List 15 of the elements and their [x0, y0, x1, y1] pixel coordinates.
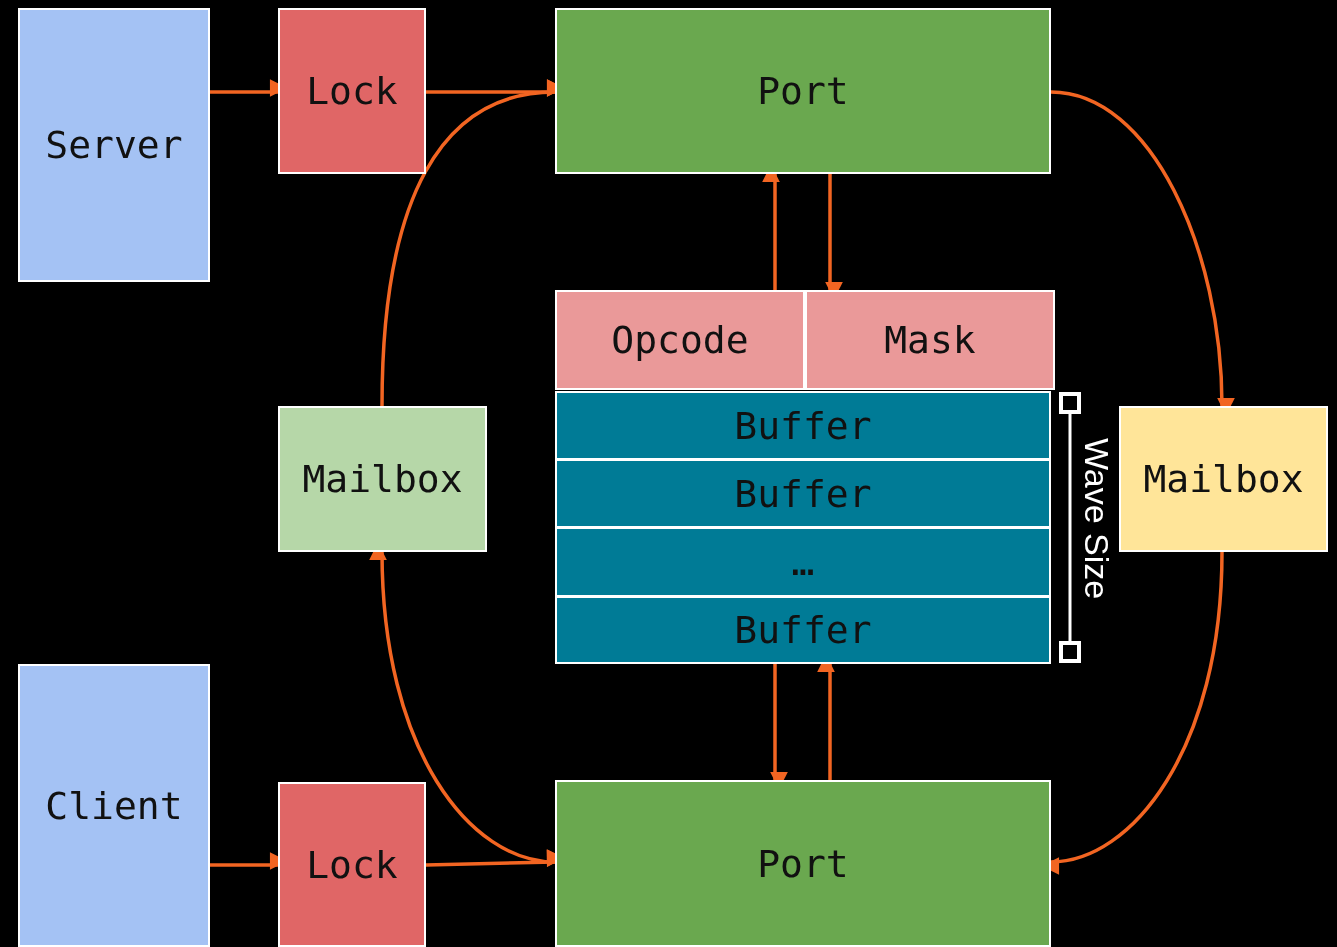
client-box: Client: [18, 664, 210, 947]
buffer-row: Buffer: [555, 459, 1051, 528]
client-box: Server: [18, 8, 210, 282]
port-box: Port: [555, 8, 1051, 174]
buffer-row: Buffer: [555, 391, 1051, 460]
port-box: Port: [555, 780, 1051, 947]
dimension-label: Wave Size: [1080, 438, 1114, 600]
buffer-row: …: [555, 527, 1051, 597]
mailbox-box: Mailbox: [1119, 406, 1328, 552]
buffer-row: Buffer: [555, 596, 1051, 664]
field-cell: Mask: [805, 290, 1055, 390]
lock-box: Lock: [278, 8, 426, 174]
field-cell: Opcode: [555, 290, 805, 390]
mailbox-box: Mailbox: [278, 406, 487, 552]
lock-box: Lock: [278, 782, 426, 947]
